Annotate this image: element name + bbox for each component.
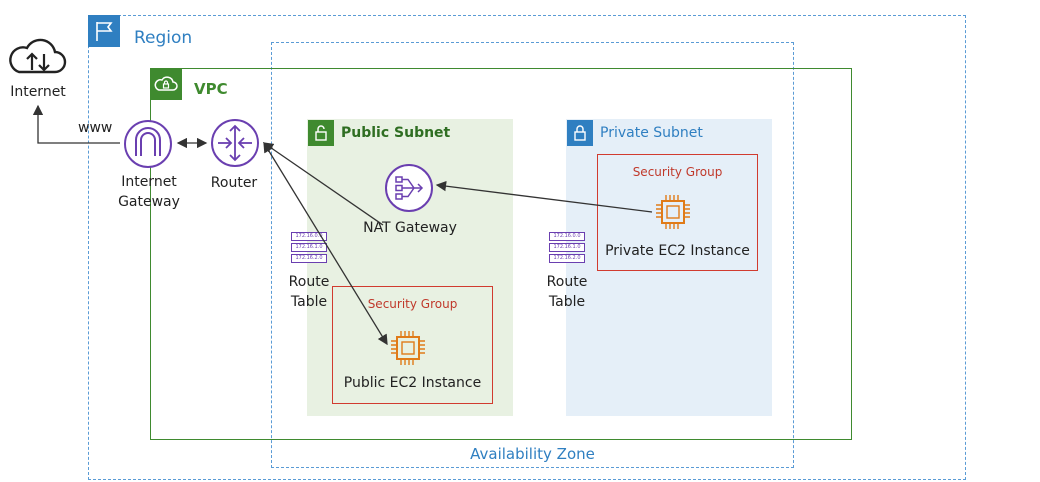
internet-gateway-label-line1: Internet — [121, 174, 177, 190]
router-label: Router — [210, 175, 258, 191]
internet-gateway-icon — [122, 118, 174, 170]
region-boundary — [88, 15, 966, 480]
internet-label: Internet — [10, 84, 66, 100]
internet-link-arrow — [32, 104, 120, 144]
nat-gateway-icon — [384, 163, 434, 213]
private-subnet-lock-icon — [567, 120, 593, 146]
private-subnet — [566, 119, 772, 416]
private-route-table-label-line1: Route — [546, 274, 588, 290]
nat-router-arrow — [262, 142, 384, 226]
public-subnet-label: Public Subnet — [341, 125, 451, 141]
private-route-table-label: Route Table — [540, 272, 594, 312]
private-subnet-label: Private Subnet — [600, 125, 703, 141]
private-route-table-label-line2: Table — [548, 294, 586, 310]
internet-gateway-label-line2: Gateway — [118, 194, 180, 210]
region-flag-icon — [88, 15, 120, 47]
internet-cloud-icon — [7, 34, 69, 80]
router-icon — [210, 118, 260, 168]
private-ec2-label: Private EC2 Instance — [605, 243, 750, 259]
public-subnet-lock-icon — [308, 120, 334, 146]
private-route-entry-2: 172.16.1.0 — [549, 243, 585, 252]
www-label: www — [78, 120, 113, 136]
private-route-entry-3: 172.16.2.0 — [549, 254, 585, 263]
vpc-label: VPC — [194, 80, 228, 98]
region-label: Region — [134, 28, 193, 48]
vpc-cloud-icon — [150, 68, 182, 100]
public-security-group-label: Security Group — [367, 297, 458, 311]
private-route-entry-1: 172.16.0.0 — [549, 232, 585, 241]
availability-zone-label: Availability Zone — [470, 445, 595, 463]
private-ec2-nat-arrow — [435, 180, 653, 213]
router-public-ec2-arrow — [263, 141, 388, 346]
private-ec2-chip-icon — [653, 192, 693, 232]
private-security-group: Security Group — [597, 154, 758, 271]
private-security-group-label: Security Group — [632, 165, 723, 179]
vpc-boundary — [150, 68, 852, 440]
public-ec2-label: Public EC2 Instance — [343, 375, 482, 391]
internet-gateway-label: Internet Gateway — [104, 172, 194, 212]
public-ec2-chip-icon — [388, 328, 428, 368]
